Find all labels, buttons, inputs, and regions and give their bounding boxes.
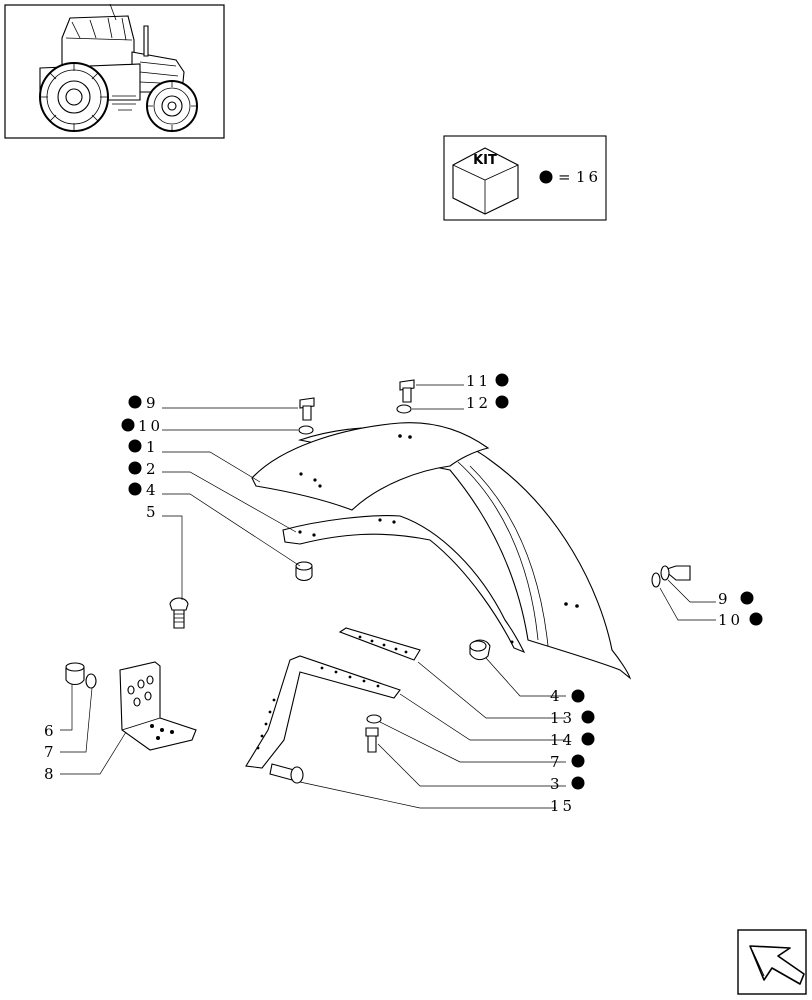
washer-part-7-center: [366, 714, 382, 724]
screw-part-11: [399, 379, 415, 403]
callout-9-right: 9: [718, 590, 731, 608]
callout-14: 14: [550, 731, 575, 749]
kit-marker-dot: [128, 395, 142, 409]
bolt-part-15: [269, 763, 304, 784]
kit-marker-dot: [121, 418, 135, 432]
callout-15: 15: [550, 797, 575, 815]
callout-3: 3: [550, 775, 563, 793]
callout-6: 6: [44, 722, 57, 740]
kit-marker-dot: [128, 461, 142, 475]
washer-part-10-right: [651, 572, 661, 588]
nut-part-4-right: [469, 639, 491, 661]
bolt-part-5: [169, 597, 189, 629]
kit-marker-dot: [581, 732, 595, 746]
callout-7-left: 7: [44, 743, 57, 761]
callout-8: 8: [44, 765, 57, 783]
bracket-part-14: [245, 655, 401, 769]
fender-part-1: [251, 422, 632, 680]
kit-marker-dot: [128, 482, 142, 496]
callout-10-top: 10: [138, 417, 163, 435]
screw-part-9-right: [660, 565, 691, 581]
kit-marker-dot: [571, 689, 585, 703]
washer-part-7-left: [85, 673, 97, 689]
next-page-arrow-icon: [749, 945, 805, 985]
callout-4-right: 4: [550, 687, 563, 705]
callout-7-right: 7: [550, 753, 563, 771]
plate-part-13: [338, 627, 421, 661]
nut-part-4-left: [295, 561, 313, 582]
callout-1: 1: [146, 438, 159, 456]
kit-marker-dot: [740, 591, 754, 605]
washer-part-10-top: [298, 425, 314, 435]
kit-quantity: 16: [576, 168, 601, 186]
kit-equals: =: [558, 168, 574, 186]
kit-box-icon: KIT: [452, 147, 519, 215]
kit-marker-dot: [581, 710, 595, 724]
bracket-part-2: [282, 515, 526, 654]
screw-part-9-top: [299, 397, 315, 421]
kit-legend: KIT = 16: [443, 135, 607, 221]
kit-marker-dot: [128, 439, 142, 453]
tractor-thumbnail: [4, 3, 225, 139]
callout-2: 2: [146, 460, 159, 478]
leader-lines: [60, 384, 716, 809]
callout-13: 13: [550, 709, 575, 727]
nut-part-6: [65, 662, 85, 686]
callout-9-top: 9: [146, 394, 159, 412]
screw-part-3: [365, 727, 379, 753]
kit-marker-dot: [571, 754, 585, 768]
bracket-part-8: [119, 661, 197, 751]
callouts: 9 10 1 2 4 5 11 12 9 10 4 13 14 7 3 15: [44, 372, 763, 815]
kit-marker-dot: [495, 373, 509, 387]
kit-marker-dot: [571, 776, 585, 790]
kit-marker-dot: [495, 395, 509, 409]
washer-part-12: [396, 404, 412, 414]
callout-5: 5: [146, 503, 159, 521]
next-page-button[interactable]: [737, 929, 807, 995]
kit-label: KIT: [473, 153, 497, 168]
callout-10-right: 10: [718, 611, 743, 629]
callout-12: 12: [466, 394, 491, 412]
callout-11: 11: [466, 372, 491, 390]
tractor-thumbnail-icon: [39, 3, 198, 132]
callout-4-left: 4: [146, 481, 159, 499]
kit-marker-dot: [749, 612, 763, 626]
kit-marker-dot: [539, 170, 553, 184]
